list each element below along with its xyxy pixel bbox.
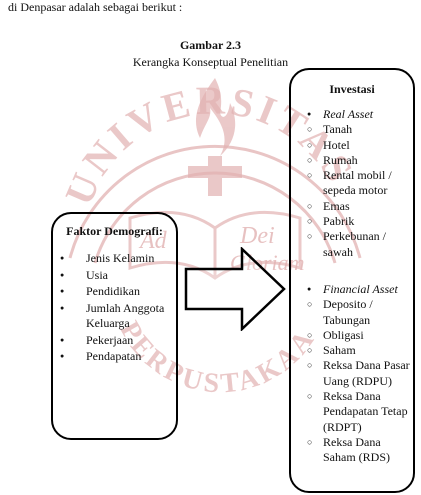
list-item: Tanah xyxy=(291,122,413,138)
list-item: Emas xyxy=(291,199,413,215)
list-item: Rental mobil / sepeda motor xyxy=(291,168,413,199)
list-item: Pendapatan xyxy=(53,349,176,365)
list-item: Usia xyxy=(53,268,176,284)
financial-asset-label: Financial Asset xyxy=(291,282,413,298)
real-asset-list: Real Asset Tanah Hotel Rumah Rental mobi… xyxy=(291,107,413,260)
investment-box: Investasi Real Asset Tanah Hotel Rumah R… xyxy=(289,68,415,493)
list-item: Pabrik xyxy=(291,214,413,230)
flame-icon xyxy=(195,78,236,156)
intro-text: di Denpasar adalah sebagai berikut : xyxy=(8,0,183,14)
demographic-factors-title: Faktor Demografi: xyxy=(66,224,163,238)
demographic-factors-list: Jenis Kelamin Usia Pendidikan Jumlah Ang… xyxy=(53,251,176,365)
demographic-factors-box: Faktor Demografi: Jenis Kelamin Usia Pen… xyxy=(51,212,178,440)
list-item: Reksa Dana Pasar Uang (RDPU) xyxy=(291,358,413,389)
investment-title: Investasi xyxy=(329,82,375,96)
svg-text:Dei: Dei xyxy=(239,223,275,249)
figure-number: Gambar 2.3 xyxy=(179,38,242,52)
list-item: Reksa Dana Saham (RDS) xyxy=(291,435,413,466)
list-item: Jenis Kelamin xyxy=(53,251,176,267)
list-item: Rumah xyxy=(291,153,413,169)
list-item: Hotel xyxy=(291,138,413,154)
list-item: Reksa Dana Pendapatan Tetap (RDPT) xyxy=(291,389,413,435)
list-item: Pendidikan xyxy=(53,284,176,300)
list-item: Perkebunan / sawah xyxy=(291,229,413,260)
list-item: Saham xyxy=(291,343,413,359)
list-item: Pekerjaan xyxy=(53,333,176,349)
financial-asset-list: Financial Asset Deposito / Tabungan Obli… xyxy=(291,282,413,466)
list-item: Deposito / Tabungan xyxy=(291,297,413,328)
list-item: Jumlah Anggota Keluarga xyxy=(53,301,176,332)
right-arrow-icon xyxy=(184,247,286,331)
list-item: Obligasi xyxy=(291,328,413,344)
real-asset-label: Real Asset xyxy=(291,107,413,123)
figure-title: Kerangka Konseptual Penelitian xyxy=(132,55,289,69)
